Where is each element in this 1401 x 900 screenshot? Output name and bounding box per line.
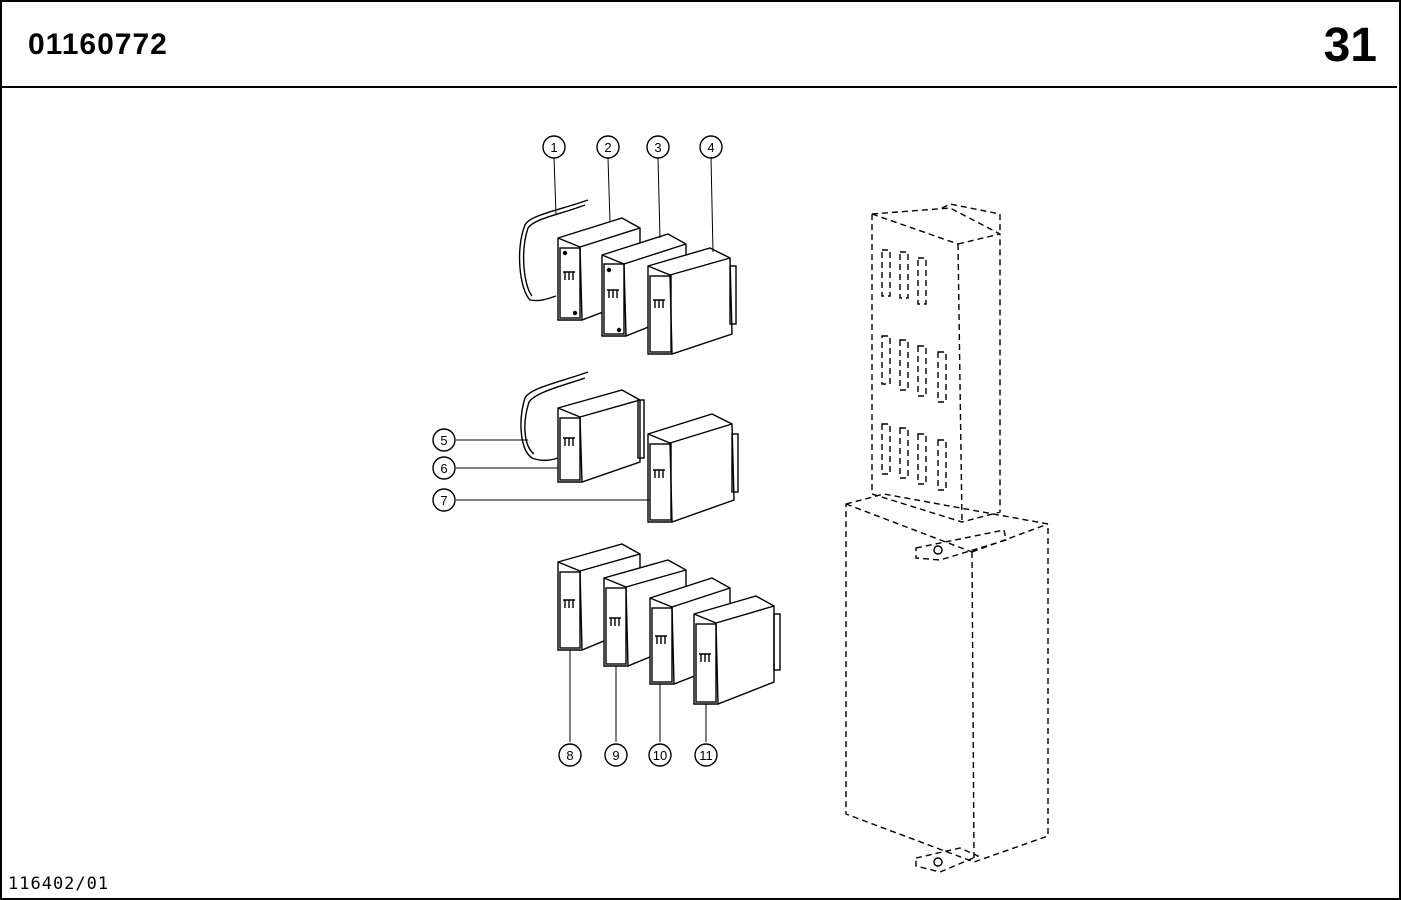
wire-harness-5	[520, 371, 589, 461]
module-11	[693, 595, 781, 705]
callout-label: 5	[440, 433, 447, 448]
callout-8: 8	[558, 743, 582, 767]
module-4	[647, 247, 737, 355]
callout-4: 4	[699, 135, 723, 159]
callout-10: 10	[648, 743, 672, 767]
callout-7: 7	[432, 488, 456, 512]
header-rule	[2, 86, 1397, 88]
callout-label: 11	[699, 748, 713, 763]
callout-label: 1	[550, 140, 557, 155]
wire-harness-1	[518, 199, 589, 302]
drawing-code: 116402/01	[8, 874, 110, 894]
callout-label: 2	[604, 140, 611, 155]
callout-label: 10	[653, 748, 667, 763]
callout-9: 9	[604, 743, 628, 767]
mounting-hole	[933, 857, 943, 867]
callout-3: 3	[646, 135, 670, 159]
callout-11: 11	[694, 743, 718, 767]
page-number: 31	[1323, 19, 1377, 72]
callout-6: 6	[432, 456, 456, 480]
callout-label: 9	[612, 748, 619, 763]
callout-1: 1	[542, 135, 566, 159]
callout-5: 5	[432, 428, 456, 452]
mounting-hole	[933, 545, 943, 555]
module-6	[557, 389, 645, 483]
document-number: 01160772	[28, 28, 168, 61]
callout-2: 2	[596, 135, 620, 159]
callout-label: 7	[440, 493, 447, 508]
module-7	[647, 413, 739, 523]
callout-label: 8	[566, 748, 573, 763]
callout-label: 3	[654, 140, 661, 155]
cabinet-enclosure	[845, 203, 1049, 873]
leader-lines	[456, 157, 714, 742]
callout-label: 6	[440, 461, 447, 476]
callout-label: 4	[707, 140, 714, 155]
